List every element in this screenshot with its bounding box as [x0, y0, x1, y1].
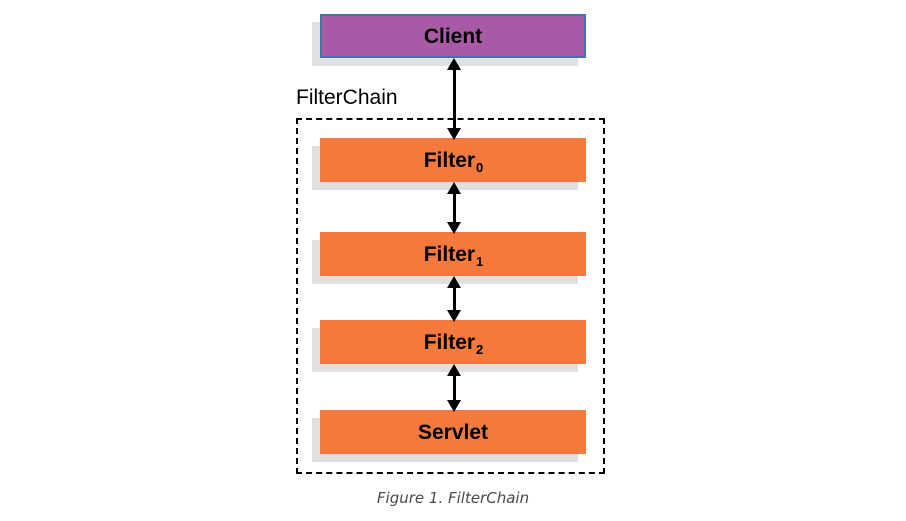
arrow-stem	[453, 191, 456, 225]
arrow-head-down-icon	[447, 128, 461, 140]
arrow-head-up-icon	[447, 58, 461, 70]
arrow-head-down-icon	[447, 222, 461, 234]
node-filter-1-label: Filter1	[423, 242, 484, 269]
node-filter-2-subscript: 2	[476, 341, 484, 357]
arrow-head-up-icon	[447, 276, 461, 288]
node-filter-1-face: Filter1	[320, 232, 586, 276]
figure-caption: Figure 1. FilterChain	[376, 489, 530, 507]
connector-filter-1-to-filter-2	[447, 276, 462, 322]
node-filter-2[interactable]: Filter2	[312, 320, 586, 372]
connector-client-to-filter-0	[447, 58, 462, 140]
arrow-head-up-icon	[447, 364, 461, 376]
arrow-head-up-icon	[447, 182, 461, 194]
node-filter-2-face: Filter2	[320, 320, 586, 364]
node-servlet-face: Servlet	[320, 410, 586, 454]
node-client-label: Client	[423, 24, 483, 48]
node-filter-0-subscript: 0	[476, 159, 484, 175]
arrow-stem	[453, 373, 456, 403]
node-filter-1[interactable]: Filter1	[312, 232, 586, 284]
node-filter-0-label: Filter0	[423, 148, 484, 175]
node-client-face: Client	[320, 14, 586, 58]
arrow-stem	[453, 285, 456, 313]
node-servlet-label: Servlet	[417, 420, 489, 444]
filterchain-group-boundary	[296, 118, 605, 474]
node-filter-1-subscript: 1	[476, 253, 484, 269]
connector-filter-2-to-servlet	[447, 364, 462, 412]
node-filter-0[interactable]: Filter0	[312, 138, 586, 190]
node-filter-0-face: Filter0	[320, 138, 586, 182]
arrow-head-down-icon	[447, 400, 461, 412]
filterchain-group-label: FilterChain	[296, 86, 398, 109]
connector-filter-0-to-filter-1	[447, 182, 462, 234]
node-filter-2-label: Filter2	[423, 330, 484, 357]
arrow-stem	[453, 67, 456, 131]
node-client[interactable]: Client	[312, 14, 586, 66]
arrow-head-down-icon	[447, 310, 461, 322]
node-servlet[interactable]: Servlet	[312, 410, 586, 462]
